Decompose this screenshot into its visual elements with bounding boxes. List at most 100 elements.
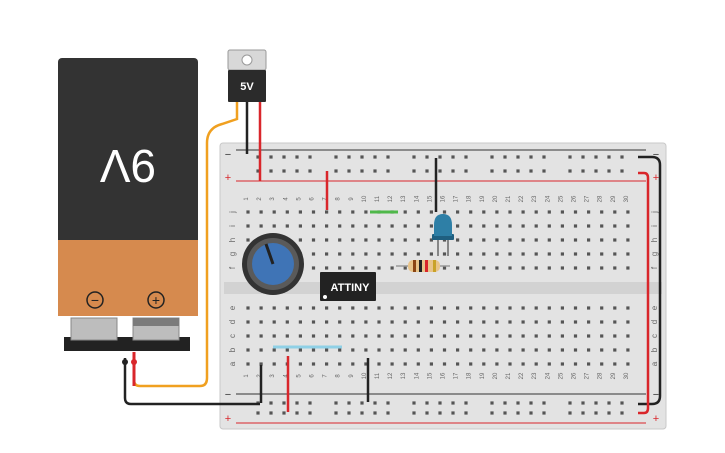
breadboard-hole[interactable] [547, 362, 551, 366]
rail-hole[interactable] [269, 155, 273, 159]
rail-hole[interactable] [451, 169, 455, 173]
breadboard-hole[interactable] [469, 224, 473, 228]
rail-hole[interactable] [438, 411, 442, 415]
breadboard-hole[interactable] [246, 362, 250, 366]
breadboard-hole[interactable] [351, 266, 355, 270]
breadboard-hole[interactable] [325, 348, 329, 352]
breadboard-hole[interactable] [364, 266, 368, 270]
breadboard-hole[interactable] [338, 224, 342, 228]
breadboard-hole[interactable] [560, 348, 564, 352]
breadboard-hole[interactable] [469, 334, 473, 338]
breadboard-hole[interactable] [626, 348, 630, 352]
rail-hole[interactable] [425, 411, 429, 415]
breadboard-hole[interactable] [311, 320, 316, 324]
breadboard-hole[interactable] [626, 362, 630, 366]
breadboard-hole[interactable] [325, 224, 329, 228]
breadboard-hole[interactable] [298, 238, 302, 242]
breadboard-hole[interactable] [573, 306, 578, 310]
breadboard-hole[interactable] [469, 266, 473, 270]
breadboard-hole[interactable] [495, 362, 499, 366]
breadboard-hole[interactable] [377, 266, 381, 270]
breadboard-hole[interactable] [456, 266, 460, 270]
breadboard-hole[interactable] [377, 306, 381, 310]
breadboard-hole[interactable] [272, 306, 276, 310]
breadboard-hole[interactable] [508, 362, 512, 366]
breadboard-hole[interactable] [495, 238, 499, 242]
rail-hole[interactable] [360, 155, 364, 159]
breadboard-hole[interactable] [298, 348, 302, 352]
breadboard-hole[interactable] [325, 306, 329, 310]
rail-hole[interactable] [412, 411, 416, 415]
breadboard-hole[interactable] [259, 224, 263, 228]
breadboard-hole[interactable] [311, 224, 316, 228]
rail-hole[interactable] [360, 411, 364, 415]
breadboard-hole[interactable] [495, 320, 499, 324]
rail-hole[interactable] [282, 169, 286, 173]
breadboard-hole[interactable] [416, 362, 420, 366]
breadboard-hole[interactable] [547, 266, 551, 270]
breadboard-hole[interactable] [547, 334, 551, 338]
rail-hole[interactable] [451, 411, 455, 415]
breadboard-hole[interactable] [298, 210, 302, 214]
rail-hole[interactable] [373, 401, 377, 405]
breadboard-hole[interactable] [560, 306, 564, 310]
rail-hole[interactable] [620, 155, 624, 159]
rail-hole[interactable] [503, 155, 507, 159]
breadboard-hole[interactable] [351, 224, 355, 228]
breadboard-hole[interactable] [442, 266, 447, 270]
breadboard-hole[interactable] [377, 224, 381, 228]
breadboard-hole[interactable] [534, 252, 538, 256]
breadboard-hole[interactable] [285, 320, 289, 324]
breadboard-hole[interactable] [495, 210, 499, 214]
breadboard-hole[interactable] [442, 320, 447, 324]
breadboard-hole[interactable] [613, 306, 617, 310]
breadboard-hole[interactable] [364, 252, 368, 256]
rail-hole[interactable] [542, 401, 546, 405]
rail-hole[interactable] [269, 401, 273, 405]
breadboard-hole[interactable] [495, 266, 499, 270]
breadboard-hole[interactable] [534, 306, 538, 310]
rail-hole[interactable] [425, 155, 429, 159]
rail-hole[interactable] [594, 411, 598, 415]
breadboard-hole[interactable] [338, 306, 342, 310]
breadboard-hole[interactable] [508, 252, 512, 256]
breadboard-hole[interactable] [272, 320, 276, 324]
breadboard-hole[interactable] [613, 252, 617, 256]
right-plus-rail-jumper[interactable] [638, 171, 650, 415]
rail-hole[interactable] [529, 155, 533, 159]
breadboard-hole[interactable] [377, 320, 381, 324]
breadboard-hole[interactable] [560, 210, 564, 214]
rail-hole[interactable] [503, 401, 507, 405]
rail-hole[interactable] [620, 169, 624, 173]
breadboard-hole[interactable] [429, 334, 433, 338]
breadboard-hole[interactable] [469, 362, 473, 366]
rail-hole[interactable] [503, 169, 507, 173]
rail-hole[interactable] [386, 155, 390, 159]
breadboard-hole[interactable] [456, 306, 460, 310]
breadboard-hole[interactable] [521, 348, 525, 352]
breadboard-hole[interactable] [338, 348, 342, 352]
rail-hole[interactable] [568, 169, 572, 173]
breadboard-hole[interactable] [377, 334, 381, 338]
breadboard-hole[interactable] [613, 224, 617, 228]
rail-hole[interactable] [516, 411, 520, 415]
breadboard-hole[interactable] [325, 362, 329, 366]
breadboard-hole[interactable] [259, 348, 263, 352]
breadboard-hole[interactable] [416, 238, 420, 242]
breadboard-hole[interactable] [285, 348, 289, 352]
rail-hole[interactable] [256, 155, 260, 159]
breadboard-hole[interactable] [259, 362, 263, 366]
rail-hole[interactable] [464, 411, 468, 415]
breadboard-hole[interactable] [390, 334, 394, 338]
breadboard-hole[interactable] [469, 252, 473, 256]
breadboard-hole[interactable] [338, 238, 342, 242]
rail-hole[interactable] [490, 401, 494, 405]
breadboard-hole[interactable] [338, 320, 342, 324]
rail-hole[interactable] [360, 169, 364, 173]
breadboard-hole[interactable] [482, 334, 486, 338]
rail-hole[interactable] [594, 401, 598, 405]
breadboard-hole[interactable] [416, 334, 420, 338]
breadboard-hole[interactable] [573, 224, 578, 228]
rail-hole[interactable] [529, 411, 533, 415]
breadboard-hole[interactable] [325, 210, 329, 214]
